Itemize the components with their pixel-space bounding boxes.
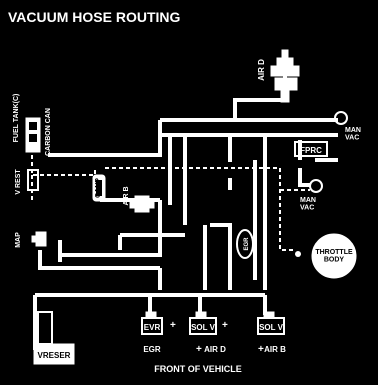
plus-marker-3: + [258,344,264,355]
label-fuel-tank: FUEL TANK(C) [13,94,20,143]
air-d-valve-icon [270,49,300,103]
label-air-b-bottom: AIR B [264,345,286,354]
v-rest-icon [27,169,39,191]
label-line: BODY [324,257,345,264]
canp-valve-icon [92,174,106,202]
label-v-rest: V REST [15,169,22,195]
label-air-d-top: AIR D [257,59,266,81]
plus-marker-2: + [222,320,228,331]
label-sol-v-2: SOL V [259,323,284,332]
diagram-title: VACUUM HOSE ROUTING [8,9,181,25]
egr-valve-icon [236,229,254,259]
label-egr-valve: EGR [244,237,250,251]
label-vreser: VRESER [38,351,71,360]
footer-front-of-vehicle: FRONT OF VEHICLE [154,364,242,374]
label-evr: EVR [144,323,161,332]
label-carbon-can: CARBON CAN [45,108,52,156]
man-vac-connector-icon [309,111,348,193]
evr-icon [141,311,163,335]
map-sensor-icon [31,231,47,247]
sol-v-1-icon [189,311,217,335]
label-map: MAP [15,232,22,248]
plus-marker-1: + [170,320,176,331]
carbon-can-icon [25,117,41,153]
label-egr-bottom: EGR [143,345,161,354]
label-air-d-bottom: AIR D [204,345,226,354]
plus-marker-4: + [196,344,202,355]
label-sol-v-1: SOL V [191,323,216,332]
air-b-valve-icon [129,195,155,213]
fprc-icon [294,141,328,157]
vreser-icon [33,311,75,365]
throttle-body-icon [295,233,357,279]
label-air-b-mid: AIR B [123,186,130,205]
label-line: VAC [345,135,359,142]
label-line: VAC [300,205,314,212]
label-canp: CANP [95,178,102,198]
sol-v-2-icon [257,311,285,335]
label-fprc: FPRC [300,146,322,155]
